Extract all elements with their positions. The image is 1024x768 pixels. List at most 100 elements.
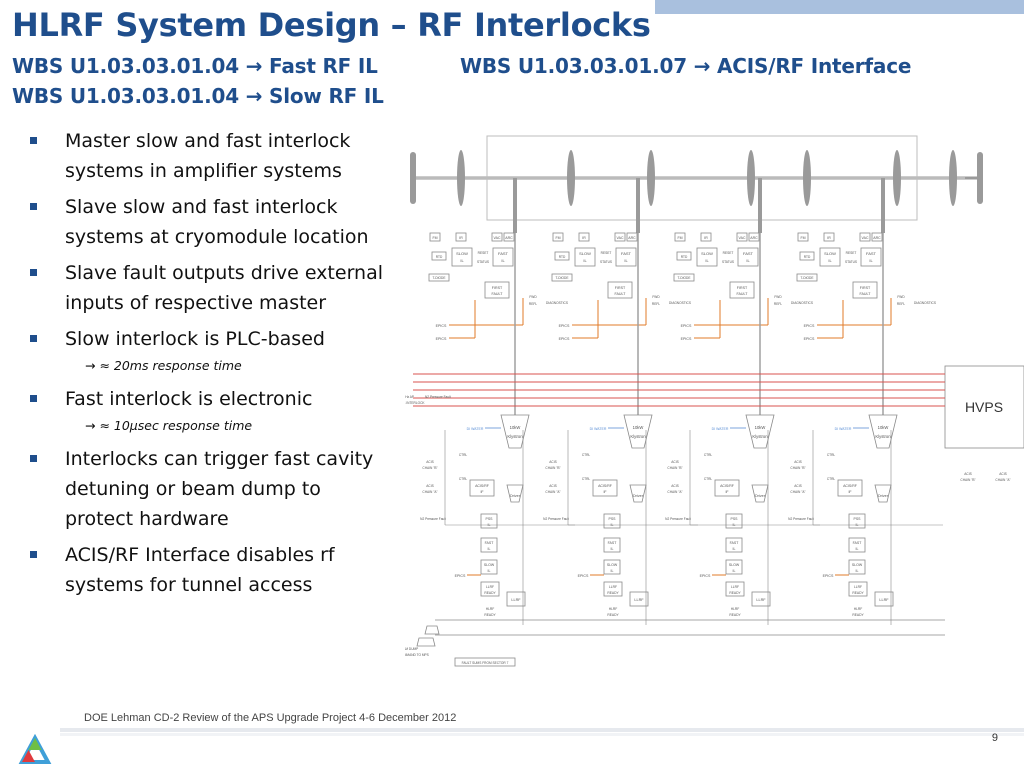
driver-label: Driver: [755, 494, 766, 498]
bullet-marker: [30, 395, 37, 402]
pss-label: PSS: [853, 517, 861, 521]
acis-chain-label: CHAIN "B": [545, 466, 560, 470]
water-label: DI WATER: [590, 427, 607, 431]
footer-text: DOE Lehman CD-2 Review of the APS Upgrad…: [84, 712, 457, 724]
pss-label: PSS: [608, 517, 616, 521]
fwd-label: FWD: [652, 295, 660, 299]
signal-label: IR: [582, 236, 586, 240]
fwd-label: FWD: [897, 295, 905, 299]
left-note: PSS INTERLOCK: [405, 401, 425, 405]
pss-label: PSS: [485, 517, 493, 521]
bullet-item: Slave fault outputs drive external input…: [30, 258, 390, 318]
fast-il-label: FAST: [743, 251, 754, 256]
llrf-box: [874, 591, 894, 607]
slow-il-box: [819, 247, 841, 267]
slow-il-sub: IL: [583, 258, 587, 263]
signal-box: [455, 232, 467, 242]
signal-box: [578, 232, 590, 242]
fast-il-label: FAST: [866, 251, 877, 256]
acis-rf-box: [837, 479, 863, 497]
fast-il-box: [615, 247, 637, 267]
signal-box: [626, 232, 638, 242]
driver-label: Driver: [510, 494, 521, 498]
cavity-disk: [893, 150, 901, 206]
pss-box: [603, 513, 621, 529]
signal-box: [871, 232, 883, 242]
ctrl-label: CTRL: [582, 453, 591, 457]
bullet-item: Master slow and fast interlock systems i…: [30, 126, 390, 186]
slow-lower-sub: IL: [856, 569, 859, 573]
slow-lower-label: SLOW: [607, 563, 618, 567]
cavity-disk: [803, 150, 811, 206]
fast-il-box-lower: [725, 537, 743, 553]
bullet-text: Interlocks can trigger fast cavity detun…: [65, 448, 374, 530]
llrf-label: LLRF: [634, 598, 644, 602]
tdiode-label: T-DIODE: [801, 276, 814, 280]
epics-label: EPICS: [804, 337, 815, 341]
acis-label: ACIS: [426, 460, 433, 464]
top-accent-bar: [655, 0, 1024, 14]
signal-label: IR: [704, 236, 708, 240]
n2-label: N2 Pressure Fault: [665, 517, 691, 521]
llrf-label: LLRF: [511, 598, 521, 602]
acis-label: ACIS: [671, 460, 678, 464]
status-label: STATUS: [477, 260, 489, 264]
pss-box: [480, 513, 498, 529]
rtd-label: RTD: [681, 255, 688, 259]
acis-chain-label: CHAIN "A": [790, 490, 805, 494]
tdiode-label: T-DIODE: [556, 276, 569, 280]
beam-pipe-flange: [410, 152, 416, 204]
epics-label: EPICS: [578, 574, 589, 578]
klystron-power: 10kW: [510, 425, 521, 430]
bullet-marker: [30, 335, 37, 342]
signal-box: [429, 232, 441, 242]
hvps-box: [944, 365, 1024, 449]
ctrl-label: CTRL: [459, 453, 468, 457]
ready-label: READY: [607, 591, 619, 595]
hvps-label: HVPS: [965, 399, 1003, 415]
llrf-ready-box: [603, 581, 623, 597]
signal-box: [700, 232, 712, 242]
signal-label: ARC: [750, 236, 758, 240]
acis-rf-if: IF: [725, 490, 728, 494]
first-fault-box: [484, 281, 510, 299]
epics-label: EPICS: [455, 574, 466, 578]
driver-shape: [629, 484, 647, 503]
slow-il-box-lower: [603, 559, 621, 575]
bullet-marker: [30, 551, 37, 558]
hlrf-ready-label: READY: [852, 613, 864, 617]
acis-label: ACIS: [549, 460, 556, 464]
fast-il-label: FAST: [498, 251, 509, 256]
ready-label: READY: [484, 591, 496, 595]
fast-il-sub: IL: [624, 258, 628, 263]
hlrf-label: HLRF: [731, 607, 740, 611]
tdiode-label: T-DIODE: [433, 276, 446, 280]
slow-lower-sub: IL: [488, 569, 491, 573]
bullet-item: ACIS/RF Interface disables rf systems fo…: [30, 540, 390, 600]
ready-label: READY: [852, 591, 864, 595]
diagnostics-label: DIAGNOSTICS: [914, 301, 936, 305]
epics-label: EPICS: [559, 337, 570, 341]
acis-chain-label: CHAIN "A": [995, 478, 1010, 482]
bullet-list: Master slow and fast interlock systems i…: [30, 126, 390, 606]
fast-il-sub: IL: [501, 258, 505, 263]
llrf-ready-box: [480, 581, 500, 597]
acis-label: ACIS: [671, 484, 678, 488]
bullet-item: Slow interlock is PLC-based: [30, 324, 390, 354]
slow-lower-label: SLOW: [484, 563, 495, 567]
fast-lower-label: FAST: [608, 541, 618, 545]
slow-lower-sub: IL: [733, 569, 736, 573]
left-note: 400 Hz AP: [405, 395, 414, 399]
refl-label: REFL: [774, 302, 782, 306]
epics-label: EPICS: [681, 337, 692, 341]
bullet-item: Fast interlock is electronic: [30, 384, 390, 414]
acis-label: ACIS: [549, 484, 556, 488]
hlrf-label: HLRF: [486, 607, 495, 611]
fast-il-box: [492, 247, 514, 267]
hlrf-ready-label: READY: [729, 613, 741, 617]
fault-sums-box: [454, 657, 516, 667]
hlrf-ready-label: READY: [484, 613, 496, 617]
fast-lower-label: FAST: [730, 541, 740, 545]
ctrl-label: CTRL: [827, 477, 836, 481]
